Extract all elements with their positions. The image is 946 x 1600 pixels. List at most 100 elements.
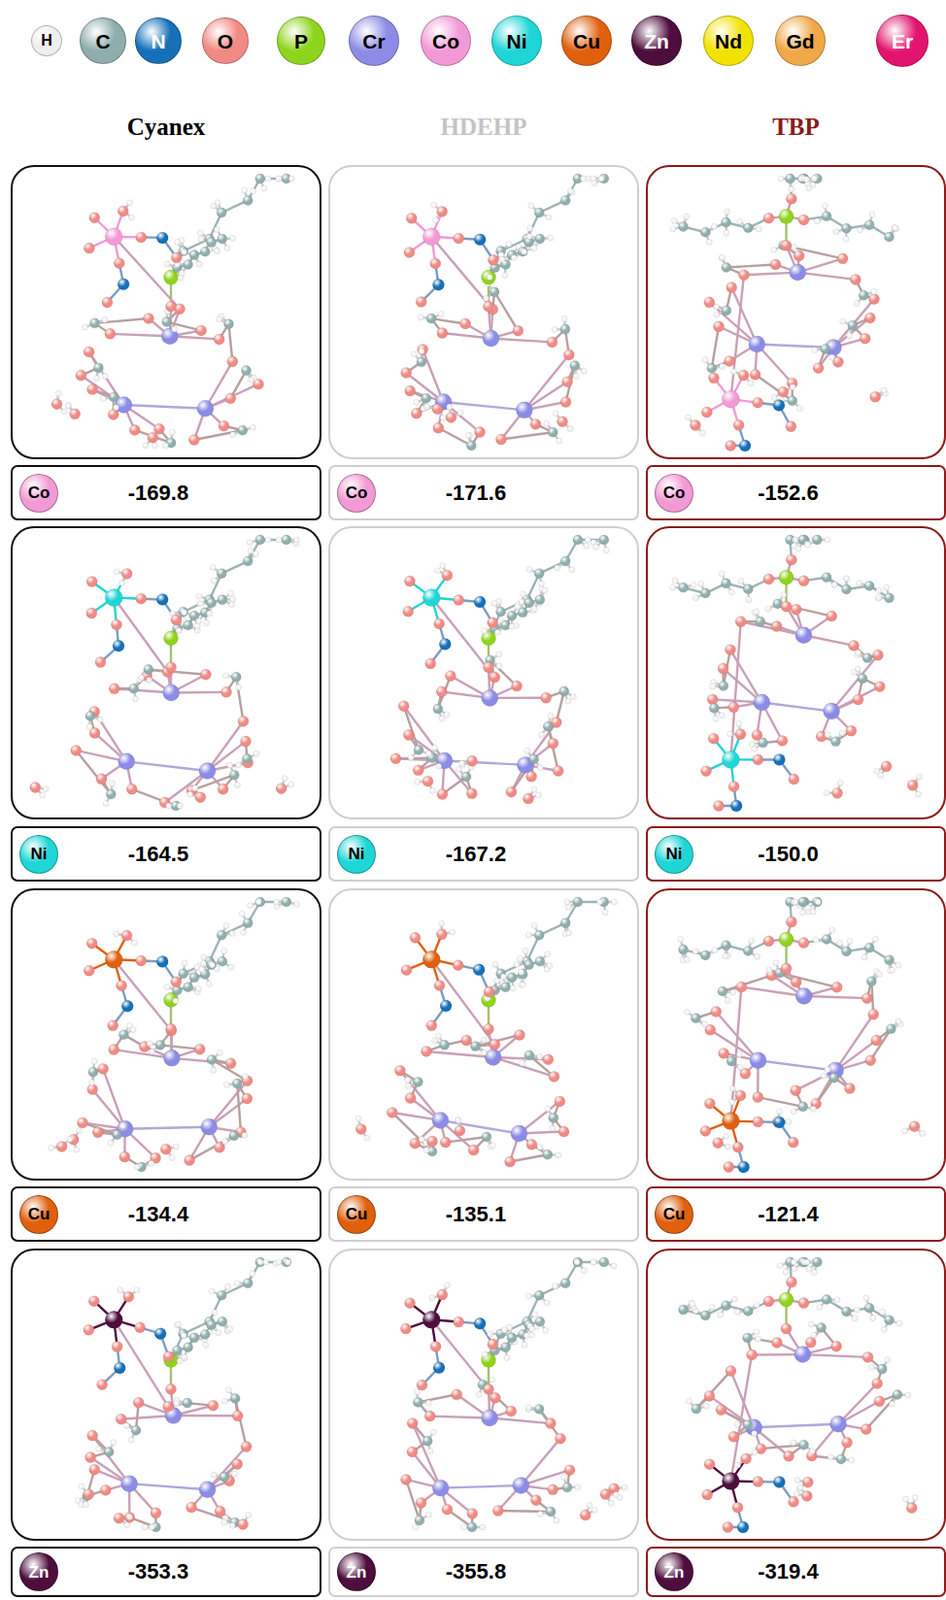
column-header: TBP [772,113,820,141]
energy-value: -169.8 [128,480,189,507]
energy-value: -164.5 [128,842,189,868]
molecule-structure [12,1250,320,1540]
energy-value: -135.1 [445,1202,507,1228]
element-badge: Ni [19,835,59,875]
structure-panel [328,1249,640,1542]
element-symbol: Cu [573,31,601,52]
element-sphere: C [79,17,127,65]
element-symbol: Zn [664,1564,685,1582]
molecule-structure [330,1250,638,1540]
element-badge: Co [654,473,694,513]
element-symbol: Zn [346,1564,368,1582]
energy-value: -167.2 [445,842,507,868]
element-symbol: C [95,31,110,52]
element-sphere: O [202,17,249,65]
element-symbol: Co [28,484,51,502]
element-symbol: Co [432,31,460,52]
element-symbol: Cu [345,1206,369,1223]
energy-value: -171.6 [445,480,507,507]
energy-box: -121.4 Cu [645,1186,946,1243]
molecule-structure [330,890,638,1180]
element-symbol: Cu [663,1206,686,1223]
element-symbol: Cu [28,1206,51,1223]
structure-panel [645,165,946,460]
element-sphere: H [31,25,63,57]
energy-box: -353.3 Zn [10,1547,322,1598]
element-sphere: Gd [775,15,826,67]
energy-box: -319.4 Zn [645,1547,946,1598]
element-symbol: Ni [31,845,48,863]
energy-box: -152.6 Co [645,465,946,521]
molecule-structure [12,167,320,458]
structure-panel [10,165,322,460]
energy-value: -134.4 [128,1202,189,1228]
structure-panel [328,165,640,460]
molecule-structure [647,1250,945,1540]
element-sphere: Cr [348,15,400,67]
structure-panel [645,1249,946,1542]
element-sphere: Zn [631,15,682,67]
element-sphere: N [135,17,182,65]
molecule-structure [12,890,320,1180]
energy-value: -353.3 [128,1559,189,1586]
element-sphere: P [276,16,326,66]
element-symbol: Er [891,31,913,52]
element-symbol: Ni [666,845,683,863]
molecule-structure [330,167,638,458]
energy-value: -355.8 [445,1559,507,1586]
structure-panel [10,526,322,820]
element-symbol: P [294,31,308,52]
element-symbol: O [217,31,234,52]
molecule-structure [647,167,945,458]
energy-box: -135.1 Cu [328,1186,640,1243]
structure-panel [328,526,640,820]
element-sphere: Er [876,14,929,68]
element-sphere: Ni [491,15,542,67]
energy-box: -150.0 Ni [645,826,946,882]
element-symbol: N [150,31,166,52]
element-badge: Cu [19,1195,59,1235]
energy-box: -134.4 Cu [10,1186,322,1243]
energy-value: -150.0 [757,842,818,868]
element-symbol: Zn [29,1564,50,1582]
element-badge: Co [337,473,376,513]
element-badge: Ni [654,835,694,875]
structure-panel [645,526,946,820]
element-badge: Co [19,473,59,513]
molecule-structure [330,528,638,818]
energy-box: -167.2 Ni [328,826,640,882]
element-badge: Ni [337,835,376,875]
structure-panel [645,888,946,1182]
element-badge: Cu [337,1195,376,1235]
element-badge: Cu [654,1195,694,1235]
structure-panel [10,1249,322,1542]
element-symbol: Ni [348,845,366,863]
element-symbol: Co [663,484,686,502]
element-badge: Zn [19,1553,59,1592]
element-sphere: Cu [561,15,612,67]
column-header: HDEHP [440,113,528,141]
element-symbol: H [40,33,53,49]
energy-value: -121.4 [757,1202,818,1228]
element-badge: Zn [337,1553,376,1592]
element-symbol: Gd [785,31,814,52]
element-sphere: Co [420,15,472,67]
element-symbol: Nd [714,31,743,52]
element-sphere: Nd [703,15,754,67]
element-badge: Zn [654,1553,694,1592]
energy-box: -164.5 Ni [10,826,322,882]
energy-box: -355.8 Zn [328,1547,640,1598]
energy-value: -319.4 [757,1559,818,1586]
energy-box: -171.6 Co [328,465,640,521]
energy-box: -169.8 Co [10,465,322,521]
element-symbol: Co [345,484,369,502]
element-symbol: Ni [506,31,528,52]
molecule-structure [647,890,945,1180]
column-header: Cyanex [127,113,206,141]
element-symbol: Cr [362,31,385,52]
energy-value: -152.6 [757,480,818,507]
structure-panel [328,888,640,1182]
structure-panel [10,888,322,1182]
element-symbol: Zn [643,31,670,52]
molecule-structure [12,528,320,818]
